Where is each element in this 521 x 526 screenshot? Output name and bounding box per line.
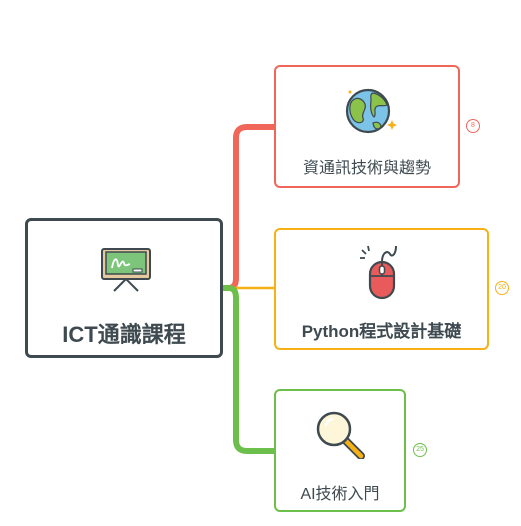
branch-node-1[interactable]: 資通訊技術與趨勢 <box>274 65 460 188</box>
connector-branch-3 <box>219 285 277 454</box>
presentation-board-icon <box>100 247 152 298</box>
magnifying-glass-icon <box>314 409 366 464</box>
computer-mouse-icon <box>358 244 402 305</box>
branch-label-2: Python程式設計基礎 <box>301 322 462 341</box>
count-badge-3[interactable]: 25 <box>413 443 427 457</box>
root-label: ICT通識課程 <box>62 322 186 347</box>
branch-node-2[interactable]: Python程式設計基礎 <box>274 228 489 350</box>
branch-label-1: 資通訊技術與趨勢 <box>302 160 431 177</box>
branch-node-3[interactable]: AI技術入門 <box>274 389 406 512</box>
globe-icon <box>343 87 399 142</box>
root-node[interactable]: ICT通識課程 <box>25 218 223 358</box>
count-badge-1[interactable]: 8 <box>466 119 480 133</box>
connector-branch-1 <box>219 124 277 291</box>
branch-label-3: AI技術入門 <box>300 486 380 503</box>
count-badge-2[interactable]: 20 <box>495 281 509 295</box>
